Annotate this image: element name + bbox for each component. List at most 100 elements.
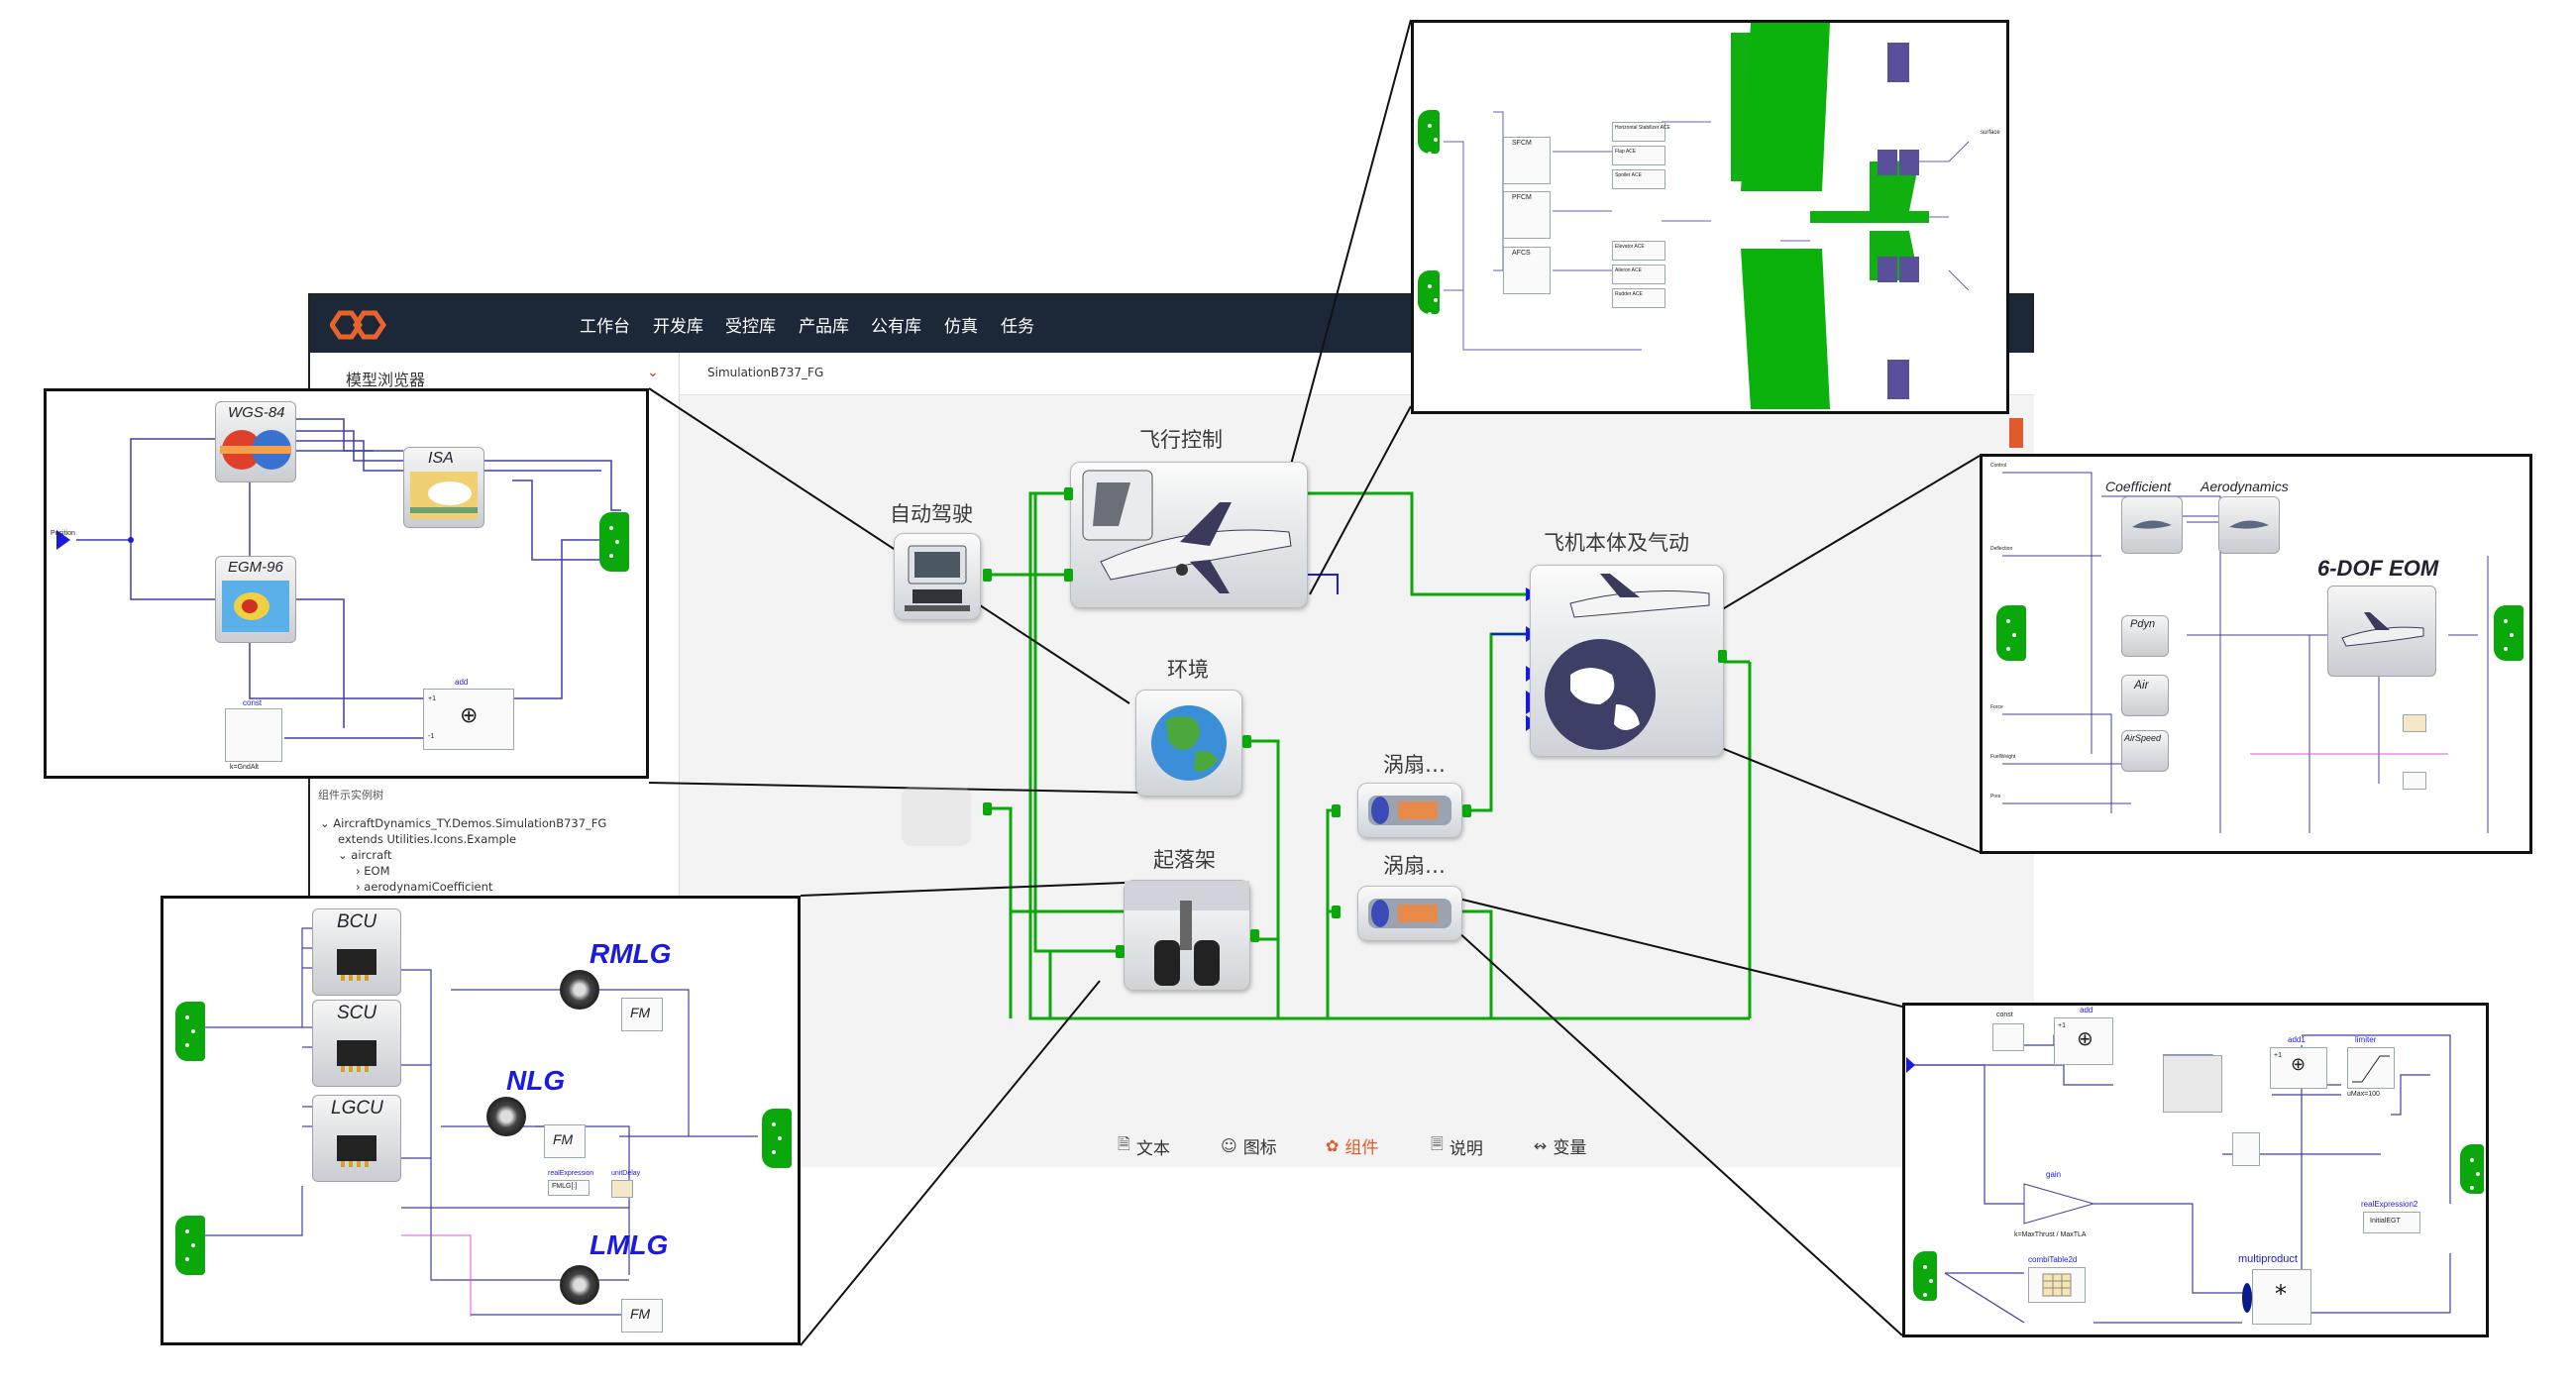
- ace-block[interactable]: Elevator ACE: [1612, 241, 1665, 261]
- aerodynamics-block[interactable]: [2218, 496, 2280, 554]
- ace-block[interactable]: Aileron ACE: [1612, 265, 1665, 284]
- flight-control-input-connector[interactable]: [1418, 110, 1440, 154]
- tree-item[interactable]: › EOM: [356, 864, 390, 878]
- turbofan-2-port[interactable]: [1332, 906, 1341, 918]
- flight-control-port[interactable]: [1064, 569, 1073, 582]
- expression-block[interactable]: [2403, 772, 2426, 790]
- ace-block[interactable]: Horizontal Stabilizer ACE: [1612, 122, 1670, 142]
- engine-output-connector[interactable]: [2460, 1144, 2484, 1194]
- landing-gear-input-connector[interactable]: [175, 1216, 205, 1275]
- combitable-block[interactable]: [2028, 1267, 2086, 1303]
- real-expression2-block[interactable]: InitialEGT: [2363, 1212, 2420, 1233]
- nav-item-tasks[interactable]: 任务: [1001, 317, 1034, 337]
- pfcm-block[interactable]: PFCM: [1503, 191, 1551, 239]
- tab-documentation[interactable]: 🗏说明: [1431, 1133, 1483, 1160]
- environment-port[interactable]: [1242, 735, 1251, 748]
- fm-block[interactable]: FM: [621, 1299, 663, 1333]
- ace-block[interactable]: Flap ACE: [1612, 146, 1665, 165]
- wheel-icon[interactable]: [486, 1097, 526, 1136]
- airframe-port[interactable]: [1718, 650, 1727, 663]
- airspeed-block[interactable]: AirSpeed: [2121, 730, 2169, 772]
- position-input-label: Position: [51, 530, 75, 537]
- unit-block[interactable]: [2403, 714, 2426, 732]
- diagram-canvas[interactable]: SimulationB737_FG: [680, 353, 2034, 1167]
- turbofan-1-port[interactable]: [1462, 804, 1471, 817]
- environment-block[interactable]: [1135, 690, 1242, 797]
- afcs-block[interactable]: AFCS: [1503, 247, 1551, 294]
- airframe-input-connector[interactable]: [1996, 605, 2026, 661]
- environment-label: 环境: [1167, 658, 1209, 682]
- engine-input-connector[interactable]: [1913, 1251, 1937, 1301]
- tree-item[interactable]: › aerodynamiCoefficient: [356, 880, 493, 894]
- model-tab[interactable]: SimulationB737_FG: [707, 366, 824, 379]
- lgcu-block[interactable]: LGCU: [312, 1095, 401, 1182]
- landing-gear-label: 起落架: [1153, 848, 1216, 872]
- eom-block[interactable]: [2327, 586, 2436, 677]
- scu-block[interactable]: SCU: [312, 1000, 401, 1087]
- ace-label: Rudder ACE: [1615, 291, 1643, 297]
- egm96-block[interactable]: EGM-96: [215, 556, 296, 643]
- wgs84-block[interactable]: WGS-84: [215, 401, 296, 482]
- landing-gear-inset: BCU SCU LGCU RMLG FM NLG FM realExpressi…: [161, 896, 801, 1345]
- limiter-block[interactable]: [2347, 1047, 2395, 1089]
- flight-control-input-connector[interactable]: [1418, 270, 1440, 314]
- wheel-icon[interactable]: [560, 1265, 599, 1305]
- nav-item-dev-library[interactable]: 开发库: [653, 317, 703, 337]
- turbofan-1-block[interactable]: [1357, 783, 1462, 838]
- add-block[interactable]: +1 ⊕: [2054, 1017, 2113, 1065]
- autopilot-block[interactable]: [894, 533, 981, 620]
- tree-item[interactable]: ⌄ AircraftDynamics_TY.Demos.SimulationB7…: [320, 816, 607, 830]
- landing-gear-block[interactable]: [1124, 880, 1250, 991]
- flight-control-block[interactable]: [1070, 462, 1308, 608]
- fm-block[interactable]: FM: [621, 998, 663, 1031]
- landing-gear-port[interactable]: [1116, 945, 1125, 958]
- flight-control-port[interactable]: [1064, 487, 1073, 500]
- switch-block[interactable]: [2163, 1055, 2222, 1113]
- bcu-block[interactable]: BCU: [312, 908, 401, 996]
- wheel-icon[interactable]: [560, 970, 599, 1010]
- air-block[interactable]: Air: [2121, 675, 2169, 716]
- disabled-component-port[interactable]: [983, 802, 992, 815]
- nav-item-controlled-library[interactable]: 受控库: [725, 317, 776, 337]
- isa-block[interactable]: ISA: [403, 447, 484, 528]
- landing-gear-output-connector[interactable]: [762, 1109, 792, 1168]
- ace-block[interactable]: Spoiler ACE: [1612, 169, 1665, 189]
- doc-icon: 🗏: [1431, 1134, 1444, 1153]
- real-expression-block[interactable]: FMLG[:]: [548, 1180, 590, 1196]
- airframe-label: 飞机本体及气动: [1544, 531, 1689, 555]
- const-block[interactable]: [2232, 1132, 2260, 1166]
- turbofan-1-port[interactable]: [1332, 804, 1341, 817]
- sfcm-block[interactable]: SFCM: [1503, 137, 1551, 184]
- side-tab-marker[interactable]: [2009, 418, 2023, 448]
- const-block[interactable]: [1992, 1023, 2024, 1051]
- environment-output-connector[interactable]: [599, 512, 629, 572]
- component-icon: ✿: [1326, 1136, 1340, 1155]
- tree-item[interactable]: extends Utilities.Icons.Example: [338, 832, 517, 846]
- add-block[interactable]: +1 -1 ⊕: [423, 689, 514, 750]
- tree-item[interactable]: ⌄ aircraft: [338, 848, 392, 862]
- chevron-down-icon[interactable]: ⌄: [647, 365, 659, 380]
- airframe-block[interactable]: [1530, 565, 1724, 757]
- fm-block[interactable]: FM: [544, 1124, 586, 1158]
- tab-variables[interactable]: ↭变量: [1534, 1133, 1586, 1158]
- ace-block[interactable]: Rudder ACE: [1612, 288, 1665, 308]
- coefficient-block[interactable]: [2121, 496, 2183, 554]
- tree-item-label: aircraft: [351, 848, 392, 862]
- autopilot-port[interactable]: [983, 569, 992, 582]
- multiproduct-block[interactable]: *: [2252, 1269, 2311, 1325]
- tab-component[interactable]: ✿组件: [1326, 1133, 1378, 1158]
- airframe-output-connector[interactable]: [2494, 605, 2523, 661]
- const-block[interactable]: [225, 708, 282, 762]
- tab-text[interactable]: 🗎文本: [1118, 1133, 1170, 1160]
- pdyn-block[interactable]: Pdyn: [2121, 615, 2169, 657]
- turbofan-2-block[interactable]: [1357, 886, 1462, 941]
- nav-item-public-library[interactable]: 公有库: [871, 317, 921, 337]
- add1-block[interactable]: +1 ⊕: [2270, 1047, 2327, 1089]
- unit-delay-block[interactable]: [611, 1180, 633, 1198]
- landing-gear-port[interactable]: [1250, 929, 1259, 942]
- landing-gear-input-connector[interactable]: [175, 1002, 205, 1061]
- nav-item-workbench[interactable]: 工作台: [580, 317, 630, 337]
- tab-icon[interactable]: ☺图标: [1221, 1133, 1277, 1158]
- nav-item-product-library[interactable]: 产品库: [799, 317, 849, 337]
- nav-item-simulation[interactable]: 仿真: [944, 317, 978, 337]
